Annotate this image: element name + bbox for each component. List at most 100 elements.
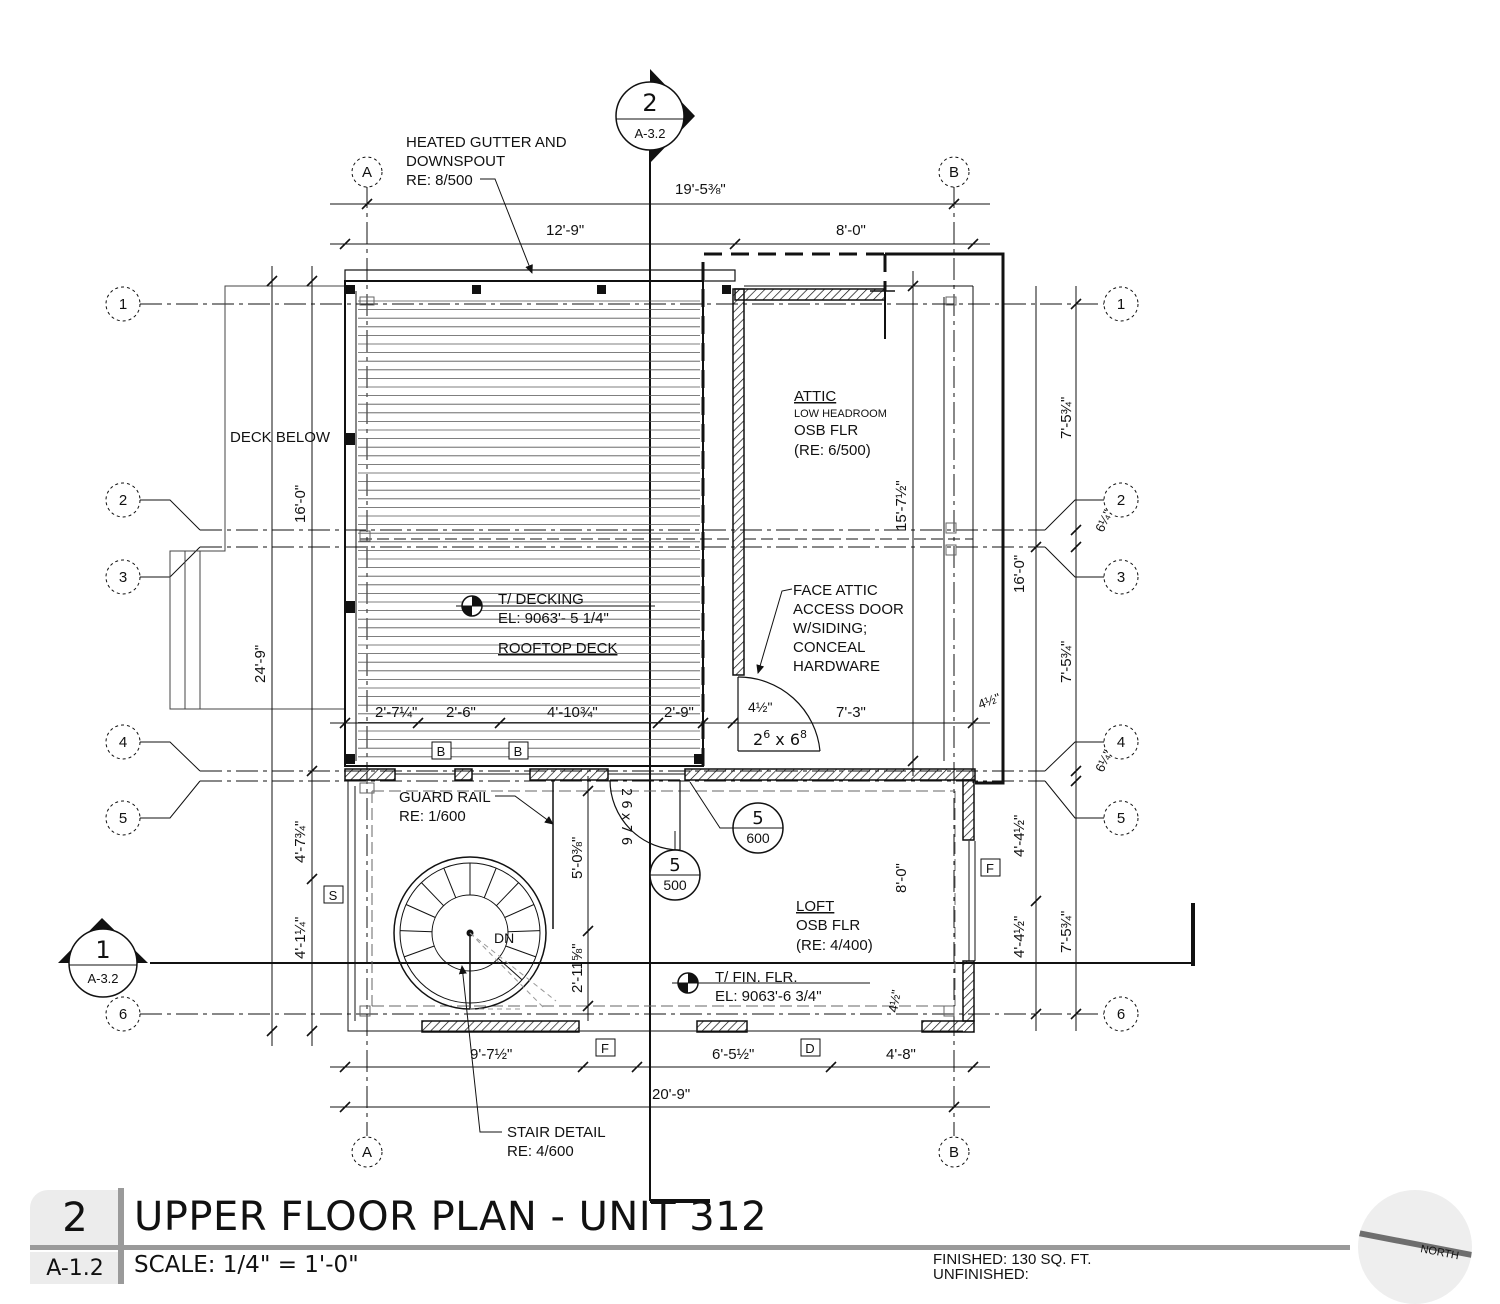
dim-loft-2: 2'-11⅝" [569, 943, 586, 993]
note-deck-level-el: EL: 9063'- 5 1/4" [498, 610, 609, 627]
dim-tick [1070, 541, 1082, 553]
dim-right-16: 16'-0" [1011, 555, 1028, 593]
dim-tick [967, 717, 979, 729]
attic-walls [684, 288, 976, 781]
note-door-2: ACCESS DOOR [793, 601, 904, 618]
note-guard-rail-1: GUARD RAIL [399, 789, 491, 806]
dim-tick [266, 275, 278, 287]
note-floor-level-name: T/ FIN. FLR. [715, 969, 798, 986]
note-loft-title: LOFT [796, 898, 834, 915]
dim-tick [339, 1101, 351, 1113]
section-top-sheet: A-3.2 [634, 126, 665, 141]
stair-tread [405, 904, 436, 918]
stair-tread [505, 945, 536, 958]
dim-attic-15: 15'-7½" [893, 480, 910, 531]
dim-tick [306, 1025, 318, 1037]
section-marker-left: 1 A-3.2 [58, 918, 148, 998]
dim-overall-top: 19'-5⅜" [675, 181, 726, 198]
grid-label-1-left: 1 [119, 296, 127, 313]
section-marker-top: 2 A-3.2 [615, 69, 695, 163]
dim-tick [907, 755, 919, 767]
stair-tread [443, 867, 457, 898]
note-floor-level-el: EL: 9063'-6 3/4" [715, 988, 822, 1005]
loft-walls [344, 768, 975, 1033]
door-height: 6 [790, 730, 800, 749]
grid-label-a-bottom: A [362, 1144, 372, 1161]
dim-tick [727, 717, 739, 729]
note-attic-ref: (RE: 6/500) [794, 442, 871, 459]
deck-posts [346, 285, 731, 764]
dim-tick [825, 1061, 837, 1073]
dim-rail-3: 4'-10¾" [547, 704, 598, 721]
grid-bubbles [105, 156, 1139, 1168]
title-divider [30, 1245, 1350, 1250]
dim-attic-4: 4½" [976, 690, 1003, 712]
note-attic-floor: OSB FLR [794, 422, 858, 439]
dim-rail-4: 2'-9" [664, 704, 694, 721]
dim-overall-bottom: 20'-9" [652, 1086, 690, 1103]
note-stair-2: RE: 4/600 [507, 1143, 574, 1160]
stair-tread [483, 867, 497, 898]
tag-b-1: B [437, 744, 446, 759]
callout-2-number: 5 [669, 855, 680, 876]
dim-tick [967, 1061, 979, 1073]
door-size-vertical: 2 6 x 7 6 [618, 788, 633, 845]
dim-rail-1: 2'-7¼" [375, 704, 417, 721]
attic-door-swing [737, 676, 821, 752]
dim-tick [577, 1061, 589, 1073]
grid-label-1-right: 1 [1117, 296, 1125, 313]
dim-left-16: 16'-0" [292, 485, 309, 523]
dim-left-4-1: 4'-1¼" [292, 917, 309, 959]
dim-tick [339, 1061, 351, 1073]
level-marker-floor [672, 972, 870, 994]
roof-dashed-edge [701, 252, 887, 766]
dim-tick [1070, 765, 1082, 777]
door-height-sup: 8 [800, 728, 807, 741]
dim-bottom-2: 6'-5½" [712, 1046, 754, 1063]
dim-tick [306, 873, 318, 885]
area-summary: FINISHED: 130 SQ. FT. UNFINISHED: [933, 1252, 1091, 1282]
dim-tick [1070, 524, 1082, 536]
tag-s: S [329, 888, 338, 903]
dim-tick [339, 717, 351, 729]
grid-label-b-bottom: B [949, 1144, 959, 1161]
drawing-number: 2 [30, 1190, 120, 1246]
svg-text:26 x 68: 26 x 68 [753, 728, 807, 749]
dim-tick [1030, 541, 1042, 553]
stair-tread [399, 930, 433, 933]
element-tag-labels: B B S F F D [329, 744, 994, 1056]
dim-tick [266, 1025, 278, 1037]
dim-rail-2: 2'-6" [446, 704, 476, 721]
dim-right-4-4: 4'-4½" [1011, 815, 1028, 857]
dim-top-left: 12'-9" [546, 222, 584, 239]
grid-label-4-right: 4 [1117, 734, 1125, 751]
dim-door-4: 4½" [748, 699, 772, 715]
grid-label-a-top: A [362, 164, 372, 181]
dim-tick [1030, 1008, 1042, 1020]
stair-tread [404, 945, 435, 958]
dim-tick [1070, 1008, 1082, 1020]
stair-tread [497, 958, 523, 981]
spiral-stair [393, 856, 557, 1010]
dimension-lines [266, 198, 1082, 1113]
dim-tick [306, 275, 318, 287]
section-top-number: 2 [642, 89, 657, 117]
plan-notes: HEATED GUTTER AND DOWNSPOUT RE: 8/500 DE… [230, 134, 904, 1160]
grid-label-4-left: 4 [119, 734, 127, 751]
dimension-texts: 19'-5⅜" 12'-9" 8'-0" 16'-0" 24'-9" 4'-7¾… [252, 181, 1115, 1103]
note-gutter-1: HEATED GUTTER AND [406, 134, 567, 151]
dim-loft-8: 8'-0" [893, 863, 910, 893]
note-deck-level-name: T/ DECKING [498, 591, 584, 608]
dim-tick [729, 238, 741, 250]
grid-label-b-top: B [949, 164, 959, 181]
dim-tick [1070, 775, 1082, 787]
stair-tread [507, 930, 541, 933]
north-arrow-icon: NORTH [1358, 1190, 1472, 1304]
dim-tick [948, 1101, 960, 1113]
stair-tread [496, 882, 519, 907]
callout-1-sheet: 600 [746, 830, 770, 846]
dim-tick [1070, 298, 1082, 310]
dim-tick [361, 198, 373, 210]
note-attic-sub: LOW HEADROOM [794, 408, 887, 420]
